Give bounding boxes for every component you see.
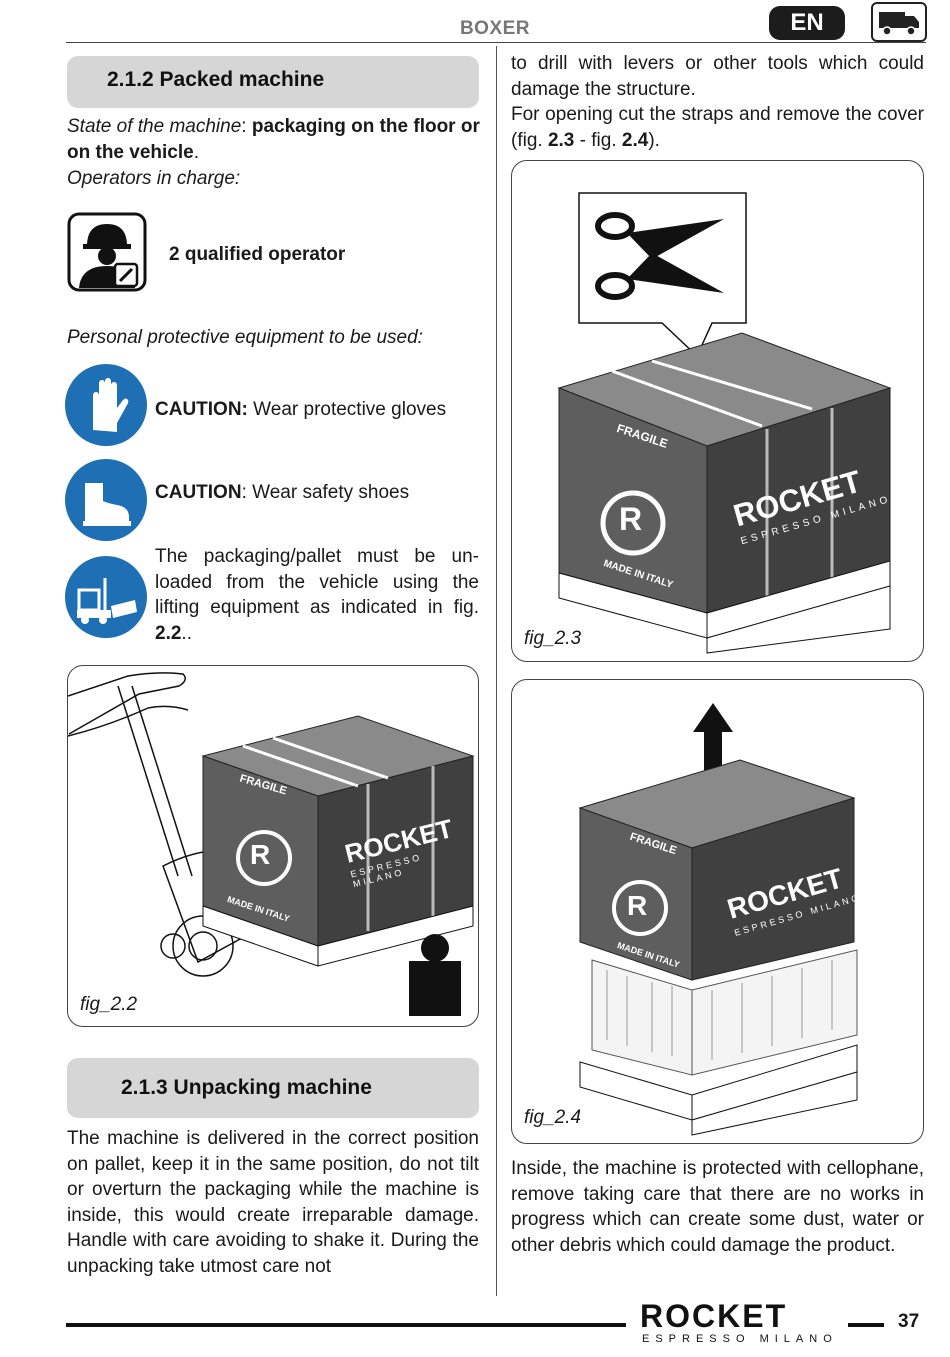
- language-badge: EN: [769, 6, 845, 40]
- caution-gloves-text: Wear protective gloves: [247, 399, 447, 420]
- section-title: 2.1.2 Packed machine: [107, 68, 325, 91]
- box-logo-letter: R: [619, 501, 643, 537]
- safety-shoes-icon: [65, 459, 147, 541]
- caution-label: CAUTION: [155, 482, 242, 503]
- figure-2-4: FRAGILE R ROCKET ESPRESSO MILANO MADE IN…: [511, 679, 924, 1144]
- cut-straps-illustration: [557, 192, 892, 654]
- opening-instruction: For opening cut the straps and remove th…: [511, 102, 924, 153]
- state-value: packaging on the floor or on the vehicle: [67, 116, 480, 163]
- caution-label: CAUTION:: [155, 399, 248, 420]
- figure-caption: fig_2.4: [524, 1107, 582, 1128]
- figure-ref: 2.2: [155, 622, 182, 644]
- footer-rule: [66, 1323, 626, 1327]
- footer-rule-right: [848, 1323, 884, 1327]
- figure-ref: 2.3: [547, 129, 575, 151]
- section-heading-2-1-3: 2.1.3 Unpacking machine: [67, 1058, 479, 1118]
- qualified-operator-icon: [67, 212, 147, 292]
- page-number: 37: [898, 1311, 920, 1332]
- forklift-icon: [65, 556, 147, 638]
- running-header-title: BOXER: [459, 18, 531, 39]
- opening-text-end: ).: [648, 129, 660, 151]
- figure-caption: fig_2.3: [524, 628, 582, 649]
- up-arrow-icon: [693, 703, 733, 788]
- gloves-icon: [65, 364, 147, 446]
- cellophane-text: Inside, the machine is protected with ce…: [511, 1158, 924, 1256]
- continuation-text: to drill with levers or other tools whic…: [511, 53, 924, 100]
- ppe-label: Personal protective equipment to be used…: [67, 327, 423, 348]
- footer-brand-sub: ESPRESSO MILANO: [642, 1333, 838, 1345]
- opening-text-mid: - fig.: [574, 129, 622, 151]
- figure-caption: fig_2.2: [80, 994, 138, 1015]
- opening-text: For opening cut the straps and remove th…: [511, 104, 924, 151]
- machine-state: State of the machine: packaging on the f…: [67, 116, 480, 163]
- operators-label: Operators in charge:: [67, 168, 241, 189]
- box-logo-letter: R: [627, 890, 648, 921]
- figure-2-2: FRAGILE R ROCKET ESPRESSO MILANO MADE IN…: [67, 665, 479, 1027]
- truck-icon: [871, 2, 927, 42]
- pallet-text-end: ..: [181, 622, 192, 644]
- box-logo-letter: R: [250, 839, 271, 870]
- footer-brand-logo: ROCKET: [640, 1298, 788, 1334]
- pallet-text: The packaging/pallet must be un-loaded f…: [155, 546, 479, 618]
- figure-ref: 2.4: [621, 129, 649, 151]
- remove-cover-illustration: [578, 703, 858, 1136]
- state-label: State of the machine: [67, 116, 242, 137]
- caution-gloves: CAUTION: Wear protective gloves: [155, 397, 446, 423]
- caution-shoes-text: : Wear safety shoes: [241, 482, 410, 503]
- pallet-truck-illustration: [68, 672, 475, 1016]
- pallet-instruction: The packaging/pallet must be un-loaded f…: [155, 544, 479, 646]
- column-divider: [496, 46, 497, 1296]
- scissors-icon: [595, 212, 724, 300]
- header-rule: [66, 42, 926, 43]
- operator-count: 2 qualified operator: [169, 244, 346, 265]
- section-title: 2.1.3 Unpacking machine: [121, 1076, 372, 1099]
- caution-shoes: CAUTION: Wear safety shoes: [155, 480, 409, 506]
- figure-2-3: FRAGILE R ROCKET ESPRESSO MILANO MADE IN…: [511, 160, 924, 662]
- unpacking-body: The machine is delivered in the correct …: [67, 1128, 479, 1277]
- section-heading-2-1-2: 2.1.2 Packed machine: [67, 56, 479, 108]
